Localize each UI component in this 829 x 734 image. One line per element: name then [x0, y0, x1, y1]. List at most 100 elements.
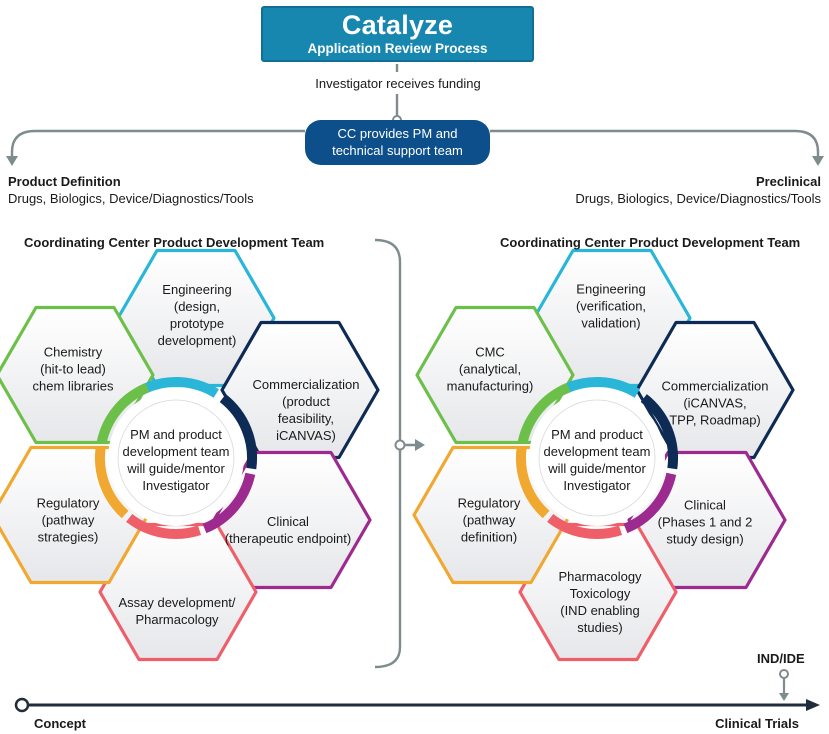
- right-engineering-label-line: Engineering: [576, 281, 646, 297]
- right-clinical-label-line: Clinical: [684, 497, 726, 513]
- left-chemistry-label: Chemistry(hit-to lead)chem libraries: [33, 344, 114, 395]
- timeline: [14, 669, 820, 713]
- right-pharmacology-label-line: studies): [577, 620, 623, 635]
- right-cmc-label: CMC(analytical,manufacturing): [447, 344, 534, 395]
- left-center-label: PM and product development team will guide…: [123, 426, 230, 494]
- milestone-arrowhead-icon: [779, 693, 789, 701]
- right-commercialization-label-line: (iCANVAS,: [683, 395, 747, 411]
- right-engineering-label: Engineering(verification,validation): [576, 281, 646, 332]
- left-assay-label-line: Assay development/: [118, 595, 236, 610]
- bracket-arrowhead-icon: [415, 439, 425, 451]
- right-cluster: [412, 248, 795, 662]
- left-team-title: Coordinating Center Product Development …: [24, 235, 325, 250]
- left-assay-label-line: Pharmacology: [135, 612, 219, 627]
- timeline-start-label: Concept: [34, 716, 86, 731]
- right-cmc-label-line: manufacturing): [446, 378, 534, 394]
- right-engineering-label-line: validation): [581, 315, 641, 331]
- right-center-label-line: will guide/mentor: [548, 461, 646, 476]
- left-chemistry-label-line: (hit-to lead): [40, 361, 106, 377]
- left-engineering-label-line: prototype: [169, 316, 225, 331]
- left-commercialization-label-line: (product: [282, 394, 330, 409]
- title-box: Catalyze Application Review Process: [261, 6, 534, 62]
- right-center-label-line: Investigator: [563, 478, 631, 493]
- clinical-ring-arc: [202, 472, 256, 534]
- clinical-ring-arc: [623, 472, 677, 534]
- right-branch-heading: Preclinical Drugs, Biologics, Device/Dia…: [521, 173, 821, 207]
- bracket-node: [394, 439, 406, 451]
- left-clinical-label-line: (therapeutic endpoint): [224, 531, 352, 546]
- left-engineering-label-line: development): [157, 333, 237, 348]
- right-pharmacology-label-line: Pharmacology: [558, 569, 642, 584]
- chemistry-ring-arc: [96, 382, 150, 444]
- cc-support-pill: CC provides PM and technical support tea…: [305, 120, 490, 165]
- right-commercialization-label-line: Commercialization: [661, 378, 769, 394]
- left-branch-arrow: [10, 129, 305, 160]
- cmc-ring-arc: [517, 382, 571, 444]
- left-assay-label: Assay development/Pharmacology: [118, 594, 235, 628]
- left-center-label-line: PM and product: [130, 427, 222, 442]
- right-commercialization-label-line: TPP, Roadmap): [669, 412, 761, 428]
- right-cmc-label-line: (analytical,: [458, 361, 522, 377]
- left-commercialization-label-line: Commercialization: [252, 377, 360, 392]
- right-center-label-line: PM and product: [551, 427, 643, 442]
- right-pharmacology-label-line: (IND enabling: [560, 603, 640, 618]
- right-branch-title: Preclinical: [755, 174, 821, 189]
- center-hub-inner: [117, 399, 235, 517]
- page-subtitle: Application Review Process: [307, 41, 488, 56]
- funding-text: Investigator receives funding: [315, 76, 481, 91]
- timeline-start-node: [14, 697, 30, 713]
- right-regulatory-label-line: definition): [460, 529, 518, 545]
- left-center-label-line: Investigator: [142, 478, 210, 493]
- left-engineering-label-line: Engineering: [162, 282, 232, 297]
- left-branch-title: Product Definition: [8, 174, 121, 189]
- left-arrowhead-icon: [6, 156, 18, 166]
- commercialization-ring-arc: [640, 394, 678, 470]
- cc-pill-line-2: technical support team: [332, 143, 463, 158]
- page-title: Catalyze: [341, 10, 454, 40]
- right-branch-arrow: [490, 129, 820, 160]
- pharmacology-ring-arc: [547, 513, 623, 539]
- middle-bracket: [374, 238, 418, 669]
- milestone-node: [779, 669, 789, 679]
- left-cluster: [0, 248, 380, 662]
- left-branch-heading: Product Definition Drugs, Biologics, Dev…: [8, 173, 308, 207]
- right-clinical-label-line: study design): [666, 531, 744, 547]
- center-hub-inner: [538, 399, 656, 517]
- right-engineering-label-line: (verification,: [575, 298, 647, 314]
- right-pharmacology-label-line: Toxicology: [569, 586, 631, 601]
- left-engineering-label-line: (design,: [173, 299, 221, 314]
- right-regulatory-label-line: (pathway: [462, 512, 516, 528]
- left-commercialization-label-line: feasibility,: [277, 411, 335, 426]
- left-center-label-line: development team: [122, 444, 230, 459]
- right-branch-subtitle: Drugs, Biologics, Device/Diagnostics/Too…: [575, 191, 821, 206]
- left-regulatory-label-line: (pathway: [41, 512, 95, 528]
- engineering-ring-arc: [137, 376, 219, 398]
- regulatory-ring-arc: [516, 446, 550, 519]
- top-connectors: [10, 64, 820, 160]
- cc-pill-line-1: CC provides PM and: [337, 126, 458, 141]
- milestone-label: IND/IDE: [757, 651, 805, 666]
- right-clinical-label-line: (Phases 1 and 2: [657, 514, 753, 530]
- left-branch-subtitle: Drugs, Biologics, Device/Diagnostics/Too…: [8, 191, 254, 206]
- left-engineering-label: Engineering (design, prototype development): [158, 281, 237, 349]
- left-regulatory-label-line: strategies): [37, 529, 99, 545]
- left-chemistry-label-line: chem libraries: [32, 378, 114, 394]
- left-clinical-label-line: Clinical: [267, 514, 309, 529]
- assay-ring-arc: [126, 513, 202, 539]
- timeline-arrowhead-icon: [806, 699, 820, 711]
- left-clinical-label: Clinical (therapeutic endpoint): [225, 513, 351, 547]
- left-center-label-line: will guide/mentor: [127, 461, 225, 476]
- right-cmc-label-line: CMC: [475, 344, 505, 360]
- timeline-end-label: Clinical Trials: [715, 716, 799, 731]
- commercialization-hexagon: [220, 320, 380, 460]
- regulatory-ring-arc: [95, 446, 129, 519]
- left-chemistry-label-line: Chemistry: [43, 344, 103, 360]
- right-regulatory-label-line: Regulatory: [457, 495, 521, 511]
- left-regulatory-label-line: Regulatory: [36, 495, 100, 511]
- commercialization-ring-arc: [219, 394, 257, 470]
